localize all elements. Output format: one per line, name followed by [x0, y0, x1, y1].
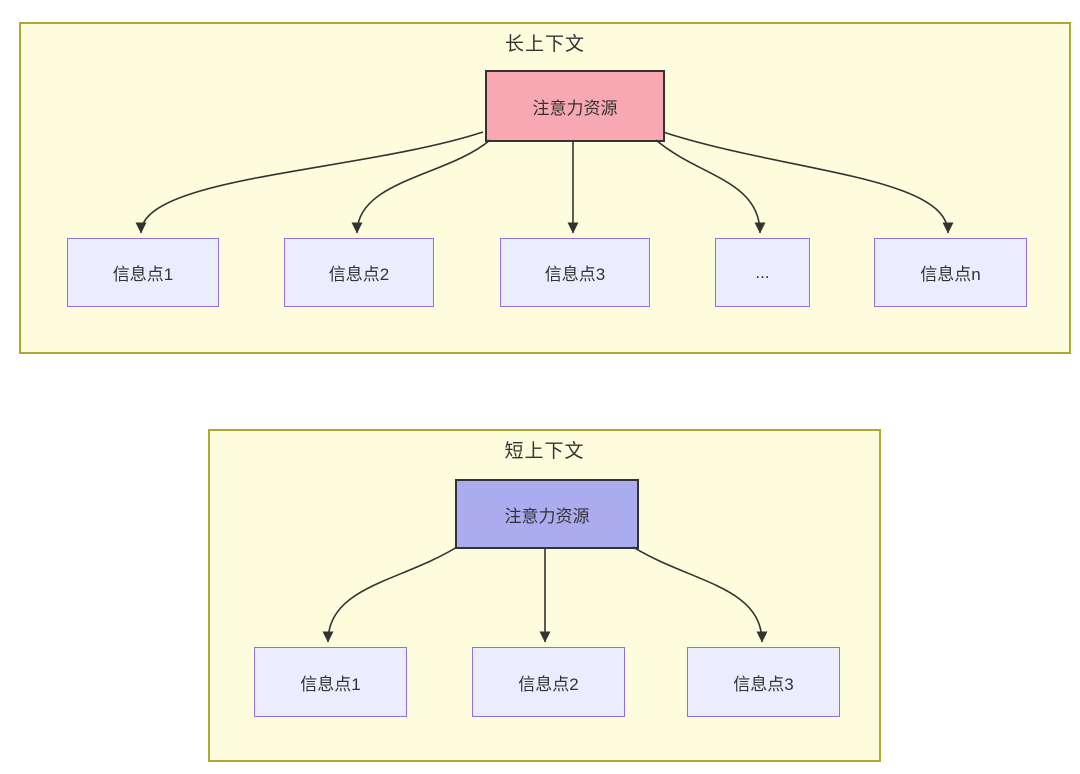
- long-context-attention-label: 注意力资源: [532, 98, 618, 118]
- long-info-point-n: 信息点n: [874, 238, 1027, 307]
- long-context-attention-node: 注意力资源: [485, 70, 665, 142]
- short-info-point-1: 信息点1: [254, 647, 407, 717]
- long-info-point-1-label: 信息点1: [112, 265, 174, 284]
- short-info-point-3: 信息点3: [687, 647, 840, 717]
- short-info-point-2-label: 信息点2: [518, 674, 579, 694]
- long-context-title: 长上下文: [504, 34, 585, 55]
- long-context-container: 长上下文 注意力资源 信息点1 信息点2 信息点3 ... 信息点n: [19, 22, 1071, 354]
- short-context-container: 短上下文 注意力资源 信息点1 信息点2 信息点3: [208, 429, 881, 762]
- short-context-attention-label: 注意力资源: [504, 506, 590, 526]
- long-info-point-2-label: 信息点2: [328, 265, 390, 284]
- short-info-point-3-label: 信息点3: [733, 674, 794, 694]
- short-info-point-1-label: 信息点1: [300, 674, 361, 694]
- long-info-point-ellipsis-label: ...: [755, 262, 770, 282]
- long-info-point-3: 信息点3: [500, 238, 650, 307]
- short-context-title: 短上下文: [504, 441, 585, 462]
- short-context-attention-node: 注意力资源: [455, 479, 639, 549]
- short-info-point-2: 信息点2: [472, 647, 625, 717]
- long-info-point-1: 信息点1: [67, 238, 219, 307]
- long-info-point-2: 信息点2: [284, 238, 434, 307]
- long-info-point-ellipsis: ...: [715, 238, 810, 307]
- long-info-point-n-label: 信息点n: [920, 265, 981, 284]
- long-info-point-3-label: 信息点3: [544, 265, 606, 284]
